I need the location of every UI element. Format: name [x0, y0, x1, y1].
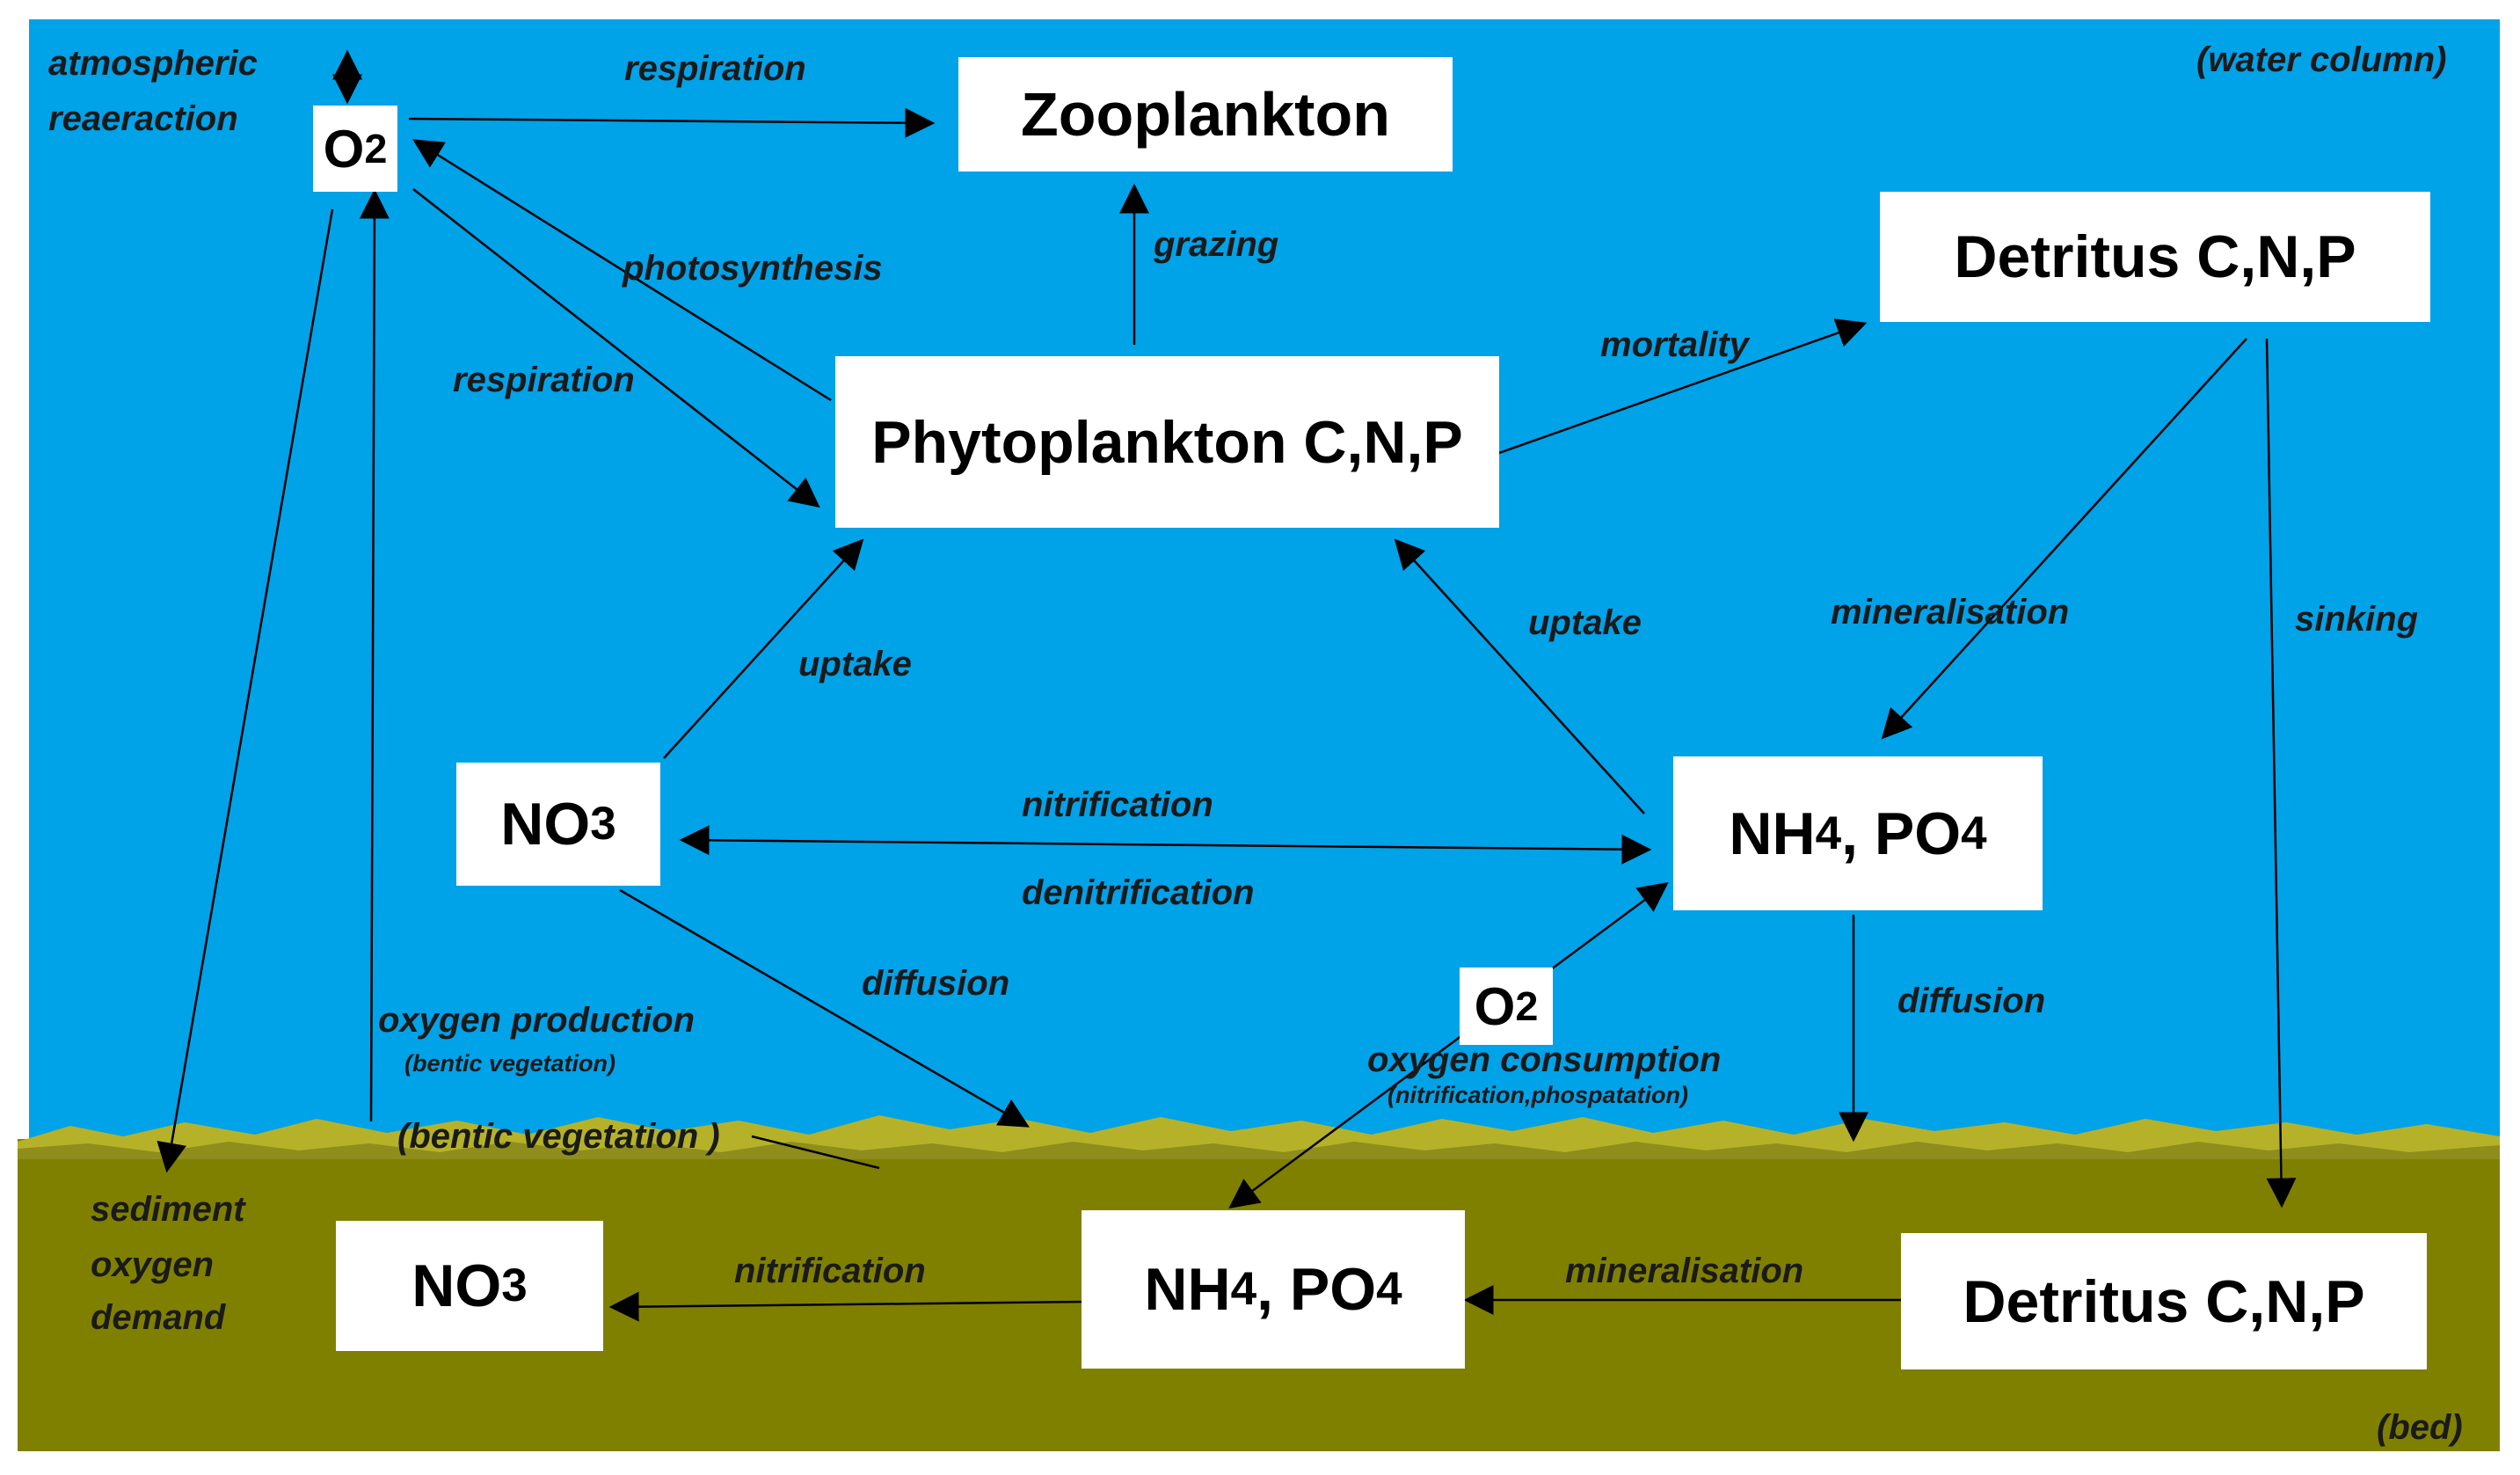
o2-mid-text: O: [1474, 976, 1516, 1036]
detritus-water-label: Detritus C,N,P: [1954, 223, 2356, 290]
label-nitrification-bed: nitrification: [734, 1252, 926, 1290]
label-respiration-top: respiration: [624, 49, 806, 88]
arrow-uptake-no3: [663, 538, 864, 759]
label-reaeraction: reaeraction: [48, 99, 238, 138]
arrow-uptake-nh4: [1394, 538, 1645, 814]
arrow-photosynthesis: [412, 139, 832, 402]
label-diffusion-right: diffusion: [1897, 982, 2046, 1020]
label-bed: (bed): [2377, 1408, 2463, 1447]
label-photosynthesis: photosynthesis: [623, 249, 883, 288]
po4-water-text: , PO: [1841, 800, 1962, 867]
label-diffusion-left: diffusion: [862, 964, 1010, 1003]
phytoplankton-label: Phytoplankton C,N,P: [871, 408, 1463, 476]
label-nitrification-water: nitrification: [1022, 785, 1213, 824]
no3-water-text: NO: [500, 791, 591, 858]
label-denitrification: denitrification: [1022, 873, 1255, 912]
detritus-bed-label: Detritus C,N,P: [1963, 1267, 2365, 1335]
label-nitrification-phospatation: (nitrification,phospatation): [1387, 1082, 1688, 1108]
arrow-oxygen-production: [359, 188, 390, 1122]
no3-bed-text: NO: [412, 1252, 502, 1319]
label-oxygen: oxygen: [91, 1245, 215, 1284]
label-water-column: (water column): [2196, 40, 2447, 79]
arrow-sinking: [2265, 338, 2297, 1208]
arrow-nitrification-denitrification: [679, 825, 1652, 865]
o2-top-text: O: [323, 119, 365, 179]
zooplankton-label: Zooplankton: [1021, 80, 1390, 149]
label-demand: demand: [91, 1298, 226, 1337]
label-sinking: sinking: [2295, 600, 2419, 639]
label-sediment: sediment: [91, 1190, 245, 1229]
arrow-sediment-oxygen-demand: [157, 208, 334, 1173]
box-detritus-water: Detritus C,N,P: [1880, 192, 2430, 322]
label-respiration-left: respiration: [453, 361, 635, 399]
box-detritus-bed: Detritus C,N,P: [1901, 1233, 2427, 1369]
label-atmospheric: atmospheric: [48, 44, 258, 83]
label-mineralisation-water: mineralisation: [1831, 593, 2070, 632]
arrow-oxygen-consumption: [1228, 881, 1669, 1209]
label-mineralisation-bed: mineralisation: [1565, 1252, 1804, 1290]
arrow-respiration-zooplankton: [408, 107, 936, 138]
box-phytoplankton: Phytoplankton C,N,P: [835, 356, 1499, 528]
label-uptake-left: uptake: [798, 645, 912, 683]
label-bentic-vegetation: (bentic vegetation ): [397, 1117, 720, 1156]
arrow-nitrification-bed: [608, 1291, 1087, 1322]
label-bentic-vegetation-small: (bentic vegetation): [404, 1050, 616, 1077]
label-oxygen-consumption: oxygen consumption: [1367, 1041, 1722, 1079]
box-zooplankton: Zooplankton: [958, 57, 1453, 172]
nh4-water-text: NH: [1729, 800, 1816, 867]
nh4-bed-text: NH: [1144, 1256, 1231, 1323]
arrow-mortality: [1498, 318, 1868, 455]
po4-bed-text: , PO: [1256, 1256, 1377, 1323]
label-oxygen-production: oxygen production: [378, 1001, 695, 1040]
label-uptake-right: uptake: [1528, 603, 1642, 642]
connector-bentic-vegetation: [751, 1135, 880, 1170]
arrow-diffusion-no3: [619, 888, 1030, 1128]
label-grazing: grazing: [1154, 225, 1279, 264]
arrow-respiration-phytoplankton: [412, 188, 820, 508]
arrow-mineralisation-water: [1881, 338, 2247, 740]
label-mortality: mortality: [1600, 325, 1749, 364]
